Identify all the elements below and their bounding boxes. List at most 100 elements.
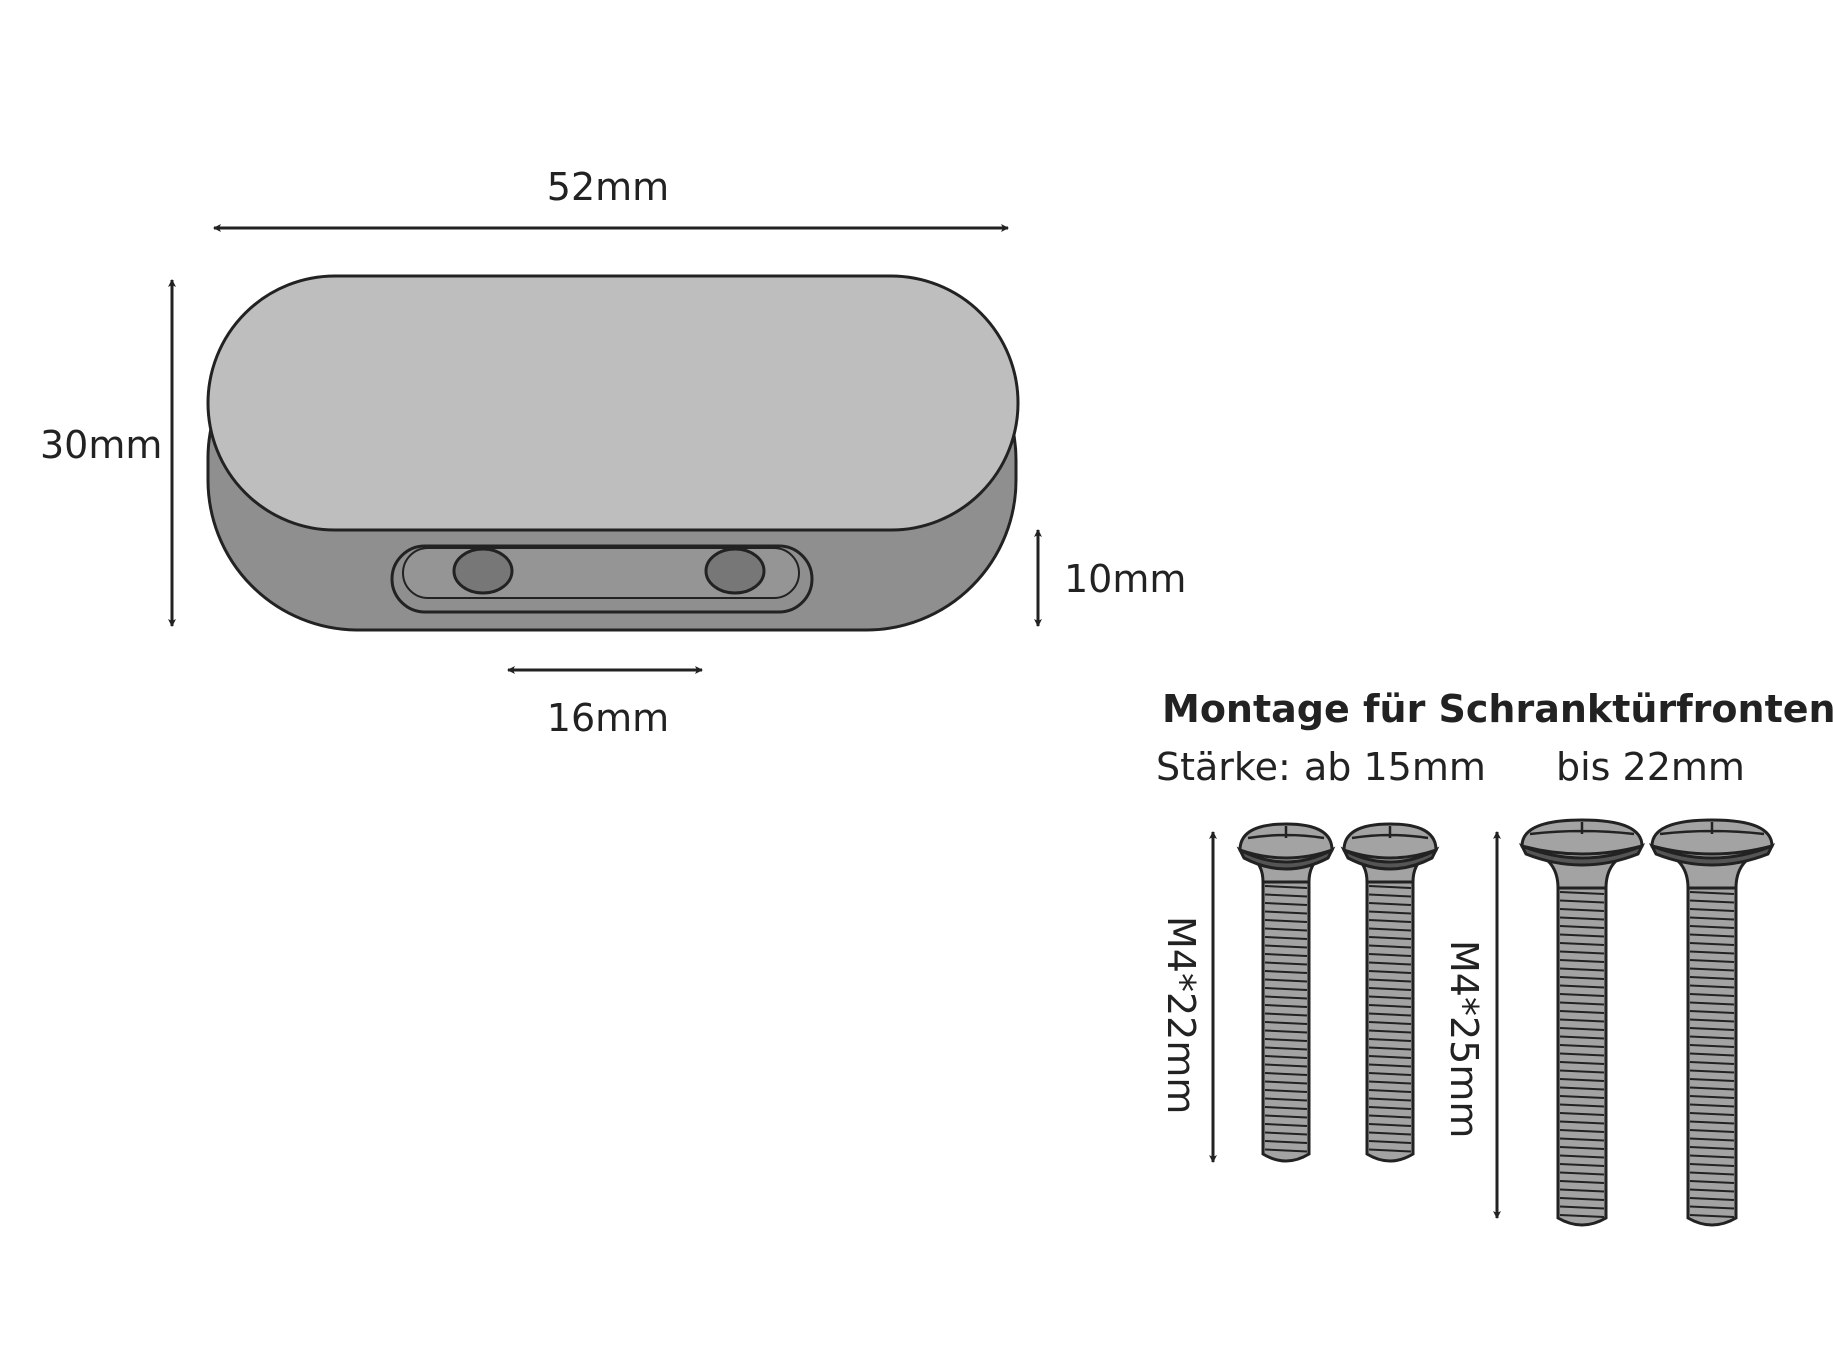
screw-long-2-thread bbox=[1689, 967, 1735, 972]
screw-short-2-thread bbox=[1368, 987, 1412, 991]
screw-short-1-head-underside bbox=[1236, 846, 1336, 871]
screw-long-1-thread bbox=[1559, 1103, 1605, 1108]
thickness-min: ab 15mm bbox=[1304, 745, 1486, 789]
screw-short-1-thread bbox=[1264, 944, 1308, 949]
screw-short-1-thread bbox=[1264, 885, 1308, 889]
screw-long-2-thread bbox=[1689, 1078, 1735, 1082]
screw-long-1-thread bbox=[1559, 1052, 1605, 1057]
screw-long-1-thread bbox=[1559, 1095, 1605, 1099]
screw-short-1-head bbox=[1238, 822, 1334, 860]
screw-long-2-head-underside bbox=[1648, 843, 1776, 867]
screw-long-label: M4*25mm bbox=[1442, 940, 1486, 1138]
screw-short-1-thread bbox=[1264, 1055, 1308, 1059]
screw-long-2-thread bbox=[1689, 1163, 1735, 1167]
screw-long-2-thread bbox=[1689, 993, 1735, 997]
screw-long-1-thread bbox=[1559, 933, 1605, 938]
screw-long-1-thread bbox=[1559, 984, 1605, 989]
screw-long-1-thread bbox=[1559, 1061, 1605, 1065]
screw-long-1-thread bbox=[1559, 1086, 1605, 1091]
screw-short-2-thread bbox=[1368, 1004, 1412, 1008]
screw-short-2-thread bbox=[1368, 1140, 1412, 1144]
screw-short-1-thread bbox=[1264, 961, 1308, 966]
screw-long-2-thread bbox=[1689, 933, 1735, 938]
screw-long-2-thread bbox=[1689, 1112, 1735, 1116]
screw-short-2-thread bbox=[1368, 919, 1412, 923]
screw-short-1-head-slot bbox=[1247, 826, 1325, 840]
screw-short-2-thread bbox=[1368, 1072, 1412, 1076]
screw-long-1-thread bbox=[1559, 916, 1605, 921]
screw-long-2-thread bbox=[1689, 1103, 1735, 1108]
screw-long-2-thread bbox=[1689, 1180, 1735, 1184]
screw-short-2-thread bbox=[1368, 885, 1412, 889]
screw-long-1-thread bbox=[1559, 1188, 1605, 1193]
screw-short-2-thread bbox=[1368, 1063, 1412, 1068]
screw-long-1-thread bbox=[1559, 959, 1605, 963]
screw-long-1-thread bbox=[1559, 925, 1605, 929]
screw-short-1-thread bbox=[1264, 1046, 1308, 1051]
mounting-title: Montage für Schranktürfronten bbox=[1162, 687, 1833, 731]
screw-long-1-thread bbox=[1559, 1146, 1605, 1150]
screw-long-1-thread bbox=[1559, 1018, 1605, 1023]
screw-long-2-thread bbox=[1689, 899, 1735, 904]
screw-short-2-thread bbox=[1368, 1012, 1412, 1017]
screw-short-2-head bbox=[1342, 822, 1438, 860]
screw-long-1-thread bbox=[1559, 950, 1605, 955]
dimension-lines bbox=[168, 224, 1501, 1219]
screw-short-1-thread bbox=[1264, 1148, 1308, 1153]
screw-short-1-thread bbox=[1264, 1114, 1308, 1119]
screw-short-1-thread bbox=[1264, 1029, 1308, 1034]
screw-hole-left bbox=[452, 547, 514, 595]
screw-long-1-shank bbox=[1556, 874, 1608, 1227]
screw-short-1 bbox=[1236, 822, 1336, 1163]
screw-short-2-thread bbox=[1368, 970, 1412, 974]
screw-short-2-thread bbox=[1368, 1038, 1412, 1042]
screw-short-2-thread bbox=[1368, 1114, 1412, 1119]
screw-short-2-thread bbox=[1368, 1106, 1412, 1110]
screw-long-2-thread bbox=[1689, 1069, 1735, 1074]
screw-long-2-thread bbox=[1689, 891, 1735, 895]
screw-long-1-thread bbox=[1559, 1129, 1605, 1133]
screw-long-1-thread bbox=[1559, 908, 1605, 912]
screw-long-1-thread bbox=[1559, 1197, 1605, 1201]
screw-long-2-thread bbox=[1689, 1018, 1735, 1023]
screw-long-1-thread bbox=[1559, 1214, 1605, 1218]
screw-short-1-thread bbox=[1264, 1012, 1308, 1017]
screw-short-2-thread bbox=[1368, 1097, 1412, 1102]
screw-long-1-thread bbox=[1559, 1137, 1605, 1142]
screw-long-1-head bbox=[1520, 818, 1644, 856]
screw-short-2-head-slot bbox=[1351, 826, 1429, 840]
screw-long-1-thread bbox=[1559, 1001, 1605, 1006]
screw-long-2 bbox=[1648, 818, 1776, 1227]
screw-short-1-thread bbox=[1264, 927, 1308, 932]
handle-top-face bbox=[206, 274, 1020, 532]
screw-short-1-thread bbox=[1264, 978, 1308, 983]
screw-long-2-thread bbox=[1689, 1027, 1735, 1031]
screw-short-2-thread bbox=[1368, 944, 1412, 949]
screw-long-1-thread bbox=[1559, 899, 1605, 904]
screw-short-1-thread bbox=[1264, 970, 1308, 974]
screw-short-2-thread bbox=[1368, 961, 1412, 966]
thickness-label: Stärke: bbox=[1156, 745, 1291, 789]
screw-long-1-thread bbox=[1559, 976, 1605, 980]
screw-long-1-thread bbox=[1559, 1120, 1605, 1125]
screw-short-1-thread bbox=[1264, 1038, 1308, 1042]
screw-long-1-thread bbox=[1559, 1171, 1605, 1176]
screw-long-2-thread bbox=[1689, 1035, 1735, 1040]
screw-short-2-thread bbox=[1368, 1021, 1412, 1025]
screw-long-1-thread bbox=[1559, 1205, 1605, 1210]
screw-short-2-thread bbox=[1368, 910, 1412, 915]
screw-short-1-thread bbox=[1264, 1072, 1308, 1076]
screw-long-2-thread bbox=[1689, 1205, 1735, 1210]
screw-long-2-thread bbox=[1689, 1129, 1735, 1133]
screw-long-1-thread bbox=[1559, 993, 1605, 997]
height-label: 30mm bbox=[40, 423, 162, 467]
width-label: 52mm bbox=[547, 165, 669, 209]
screw-long-2-thread bbox=[1689, 1154, 1735, 1159]
screw-short-1-thread bbox=[1264, 1063, 1308, 1068]
screws-group bbox=[1236, 818, 1776, 1227]
screw-long-2-head-slot bbox=[1659, 822, 1765, 836]
screw-long-2-thread bbox=[1689, 1061, 1735, 1065]
screw-short-1-thread bbox=[1264, 1097, 1308, 1102]
screw-long-2-shank bbox=[1686, 874, 1738, 1227]
screw-short-1-thread bbox=[1264, 1004, 1308, 1008]
